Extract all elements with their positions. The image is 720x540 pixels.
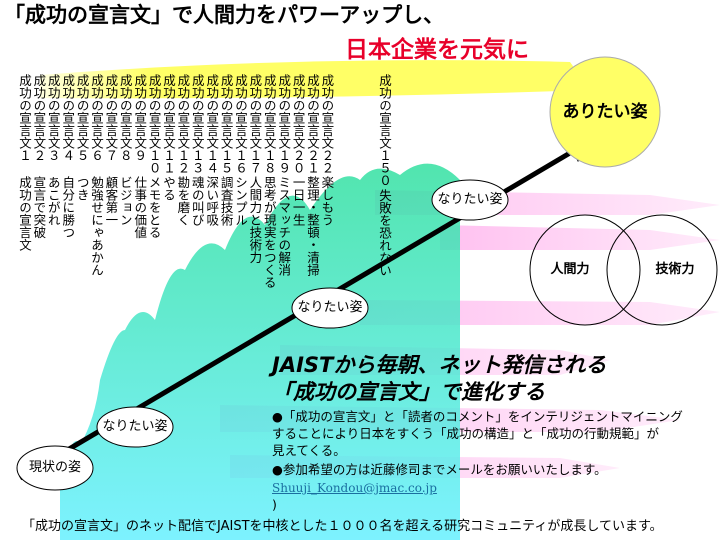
stage-want-1: なりたい姿 [102, 419, 168, 434]
declaration-phrase: あこがれ [45, 176, 61, 226]
declaration-phrase: 楽しもう [319, 176, 335, 226]
headline-2: 「成功の宣言文」で進化する [272, 380, 545, 404]
declaration-label: 成功の宣言文１３ [189, 74, 205, 174]
declaration-label: 成功の宣言文１４ [204, 74, 220, 174]
declaration-phrase: 顧客第一 [103, 176, 119, 226]
stage-want-1-ellipse [96, 406, 174, 448]
declaration-phrase: メモをとる [146, 176, 162, 239]
email-link[interactable]: Shuuji_Kondou@jmac.co.jp [272, 481, 437, 495]
declaration-column: 成功の宣言文１４ 深い呼吸 [204, 74, 220, 226]
declaration-label: 成功の宣言文１５ [218, 74, 234, 174]
declaration-column: 成功の宣言文６ 勉強せにゃあかん [89, 74, 104, 276]
declaration-column: 成功の宣言文１６ シンプル [233, 74, 248, 226]
declaration-column: 成功の宣言文１７ 人間力と技術力 [247, 74, 263, 264]
declaration-column: 成功の宣言文１９ ミスマッチの解消 [276, 74, 292, 276]
venn-label-tech: 技術力 [655, 262, 695, 277]
declaration-column: 成功の宣言文８ ビジョン [117, 74, 133, 226]
declaration-column: 成功の宣言文１１ やる [161, 74, 176, 201]
venn-left-circle [529, 214, 641, 326]
declaration-label: 成功の宣言文１ [17, 74, 32, 162]
declaration-phrase: ビジョン [117, 176, 133, 226]
declaration-column: 成功の宣言文２ 宣言で突破 [31, 74, 47, 239]
declaration-label: 成功の宣言文３ [45, 74, 61, 162]
declaration-label: 成功の宣言文７ [103, 74, 119, 162]
ideal-circle [549, 56, 661, 168]
declaration-phrase: シンプル [233, 176, 248, 226]
declaration-label: 成功の宣言文２０ [290, 74, 306, 174]
declaration-phrase: やる [161, 176, 176, 201]
declaration-phrase: 自分に勝つ [60, 176, 76, 239]
declaration-phrase: 調査技術 [218, 176, 234, 226]
venn-right-circle [606, 214, 718, 326]
declaration-label: 成功の宣言文５ [74, 74, 90, 162]
declaration-label: 成功の宣言文１１ [161, 74, 176, 174]
headline-1: JAISTから毎朝、ネット発信される [272, 353, 607, 377]
declaration-column: 成功の宣言文１２ 勘を磨く [175, 74, 191, 226]
declaration-phrase: 魂の叫び [189, 176, 205, 226]
declaration-column: 成功の宣言文１３ 魂の叫び [189, 74, 205, 226]
declaration-phrase: 一日一生 [290, 176, 306, 226]
message-line-1: ●「成功の宣言文」と「読者のコメント」をインテリジェントマイニング [272, 409, 683, 424]
yellow-highlight-band [40, 60, 590, 99]
declaration-phrase: 勘を磨く [175, 176, 191, 226]
declaration-label: 成功の宣言文４ [60, 74, 76, 162]
declaration-phrase: ミスマッチの解消 [276, 176, 292, 276]
footer-text: 「成功の宣言文」のネット配信でJAISTを中核とした１０００名を超える研究コミュ… [22, 519, 663, 534]
declaration-phrase: 深い呼吸 [204, 176, 220, 226]
declaration-column: 成功の宣言文９ 仕事の価値 [132, 74, 148, 239]
declaration-column: 成功の宣言文１８ 思考が現実をつくる [261, 74, 277, 289]
declaration-column: 成功の宣言文５ つき [74, 74, 90, 201]
declaration-column: 成功の宣言文２１ 整理・整頓・清掃 [305, 74, 320, 276]
declaration-phrase: 失敗を恐れない [377, 188, 392, 277]
closing-paren: ) [272, 497, 277, 512]
declaration-phrase: 勉強せにゃあかん [89, 176, 104, 276]
declaration-phrase: 成功の宣言文 [17, 176, 32, 251]
growth-mountains [60, 163, 460, 540]
stage-current: 現状の姿 [28, 460, 81, 475]
declaration-column: 成功の宣言文３ あこがれ [45, 74, 61, 226]
slide-title: 「成功の宣言文」で人間力をパワーアップし、 [4, 3, 445, 27]
declaration-phrase: 仕事の価値 [132, 176, 148, 239]
declaration-label: 成功の宣言文１５０ [377, 74, 392, 187]
declaration-column: 成功の宣言文２０ 一日一生 [290, 74, 306, 226]
declaration-phrase: 思考が現実をつくる [261, 176, 277, 289]
declaration-label: 成功の宣言文９ [132, 74, 148, 162]
declaration-label: 成功の宣言文２ [31, 74, 47, 162]
declaration-phrase: 宣言で突破 [31, 176, 47, 239]
stage-current-ellipse [16, 445, 94, 491]
declaration-column: 成功の宣言文１ 成功の宣言文 [17, 74, 32, 251]
declaration-column: 成功の宣言文７ 顧客第一 [103, 74, 119, 226]
message-line-2: することにより日本をすくう「成功の構造」と「成功の行動規範」が [272, 426, 660, 441]
declaration-column: 成功の宣言文１５ 調査技術 [218, 74, 234, 226]
stage-want-3: なりたい姿 [437, 192, 503, 207]
stage-want-3-ellipse [431, 179, 509, 221]
stage-want-2: なりたい姿 [297, 300, 363, 315]
declaration-label: 成功の宣言文１７ [247, 74, 263, 174]
message-line-4: ●参加希望の方は近藤修司までメールをお願いいたします。 [272, 462, 607, 477]
declaration-label: 成功の宣言文６ [89, 74, 104, 162]
declaration-label: 成功の宣言文１８ [261, 74, 277, 174]
venn-label-human: 人間力 [550, 262, 590, 277]
declaration-column: 成功の宣言文４ 自分に勝つ [60, 74, 76, 239]
declaration-label: 成功の宣言文８ [117, 74, 133, 162]
declaration-column: 成功の宣言文１０ メモをとる [146, 74, 162, 239]
stage-want-2-ellipse [291, 287, 369, 329]
stage-ideal: ありたい姿 [562, 102, 648, 122]
declaration-label: 成功の宣言文１６ [233, 74, 248, 174]
declaration-label: 成功の宣言文１２ [175, 74, 191, 174]
declaration-label: 成功の宣言文１０ [146, 74, 162, 174]
declaration-label: 成功の宣言文１９ [276, 74, 292, 174]
declaration-phrase: つき [74, 176, 90, 201]
slide-subtitle: 日本企業を元気に [345, 37, 529, 63]
declaration-phrase: 人間力と技術力 [247, 176, 263, 264]
declaration-label: 成功の宣言文２２ [319, 74, 335, 174]
declaration-column: 成功の宣言文２２ 楽しもう [319, 74, 335, 226]
declaration-label: 成功の宣言文２１ [305, 74, 320, 174]
message-line-3: 見えてくる。 [272, 443, 346, 458]
declaration-phrase: 整理・整頓・清掃 [305, 176, 320, 276]
